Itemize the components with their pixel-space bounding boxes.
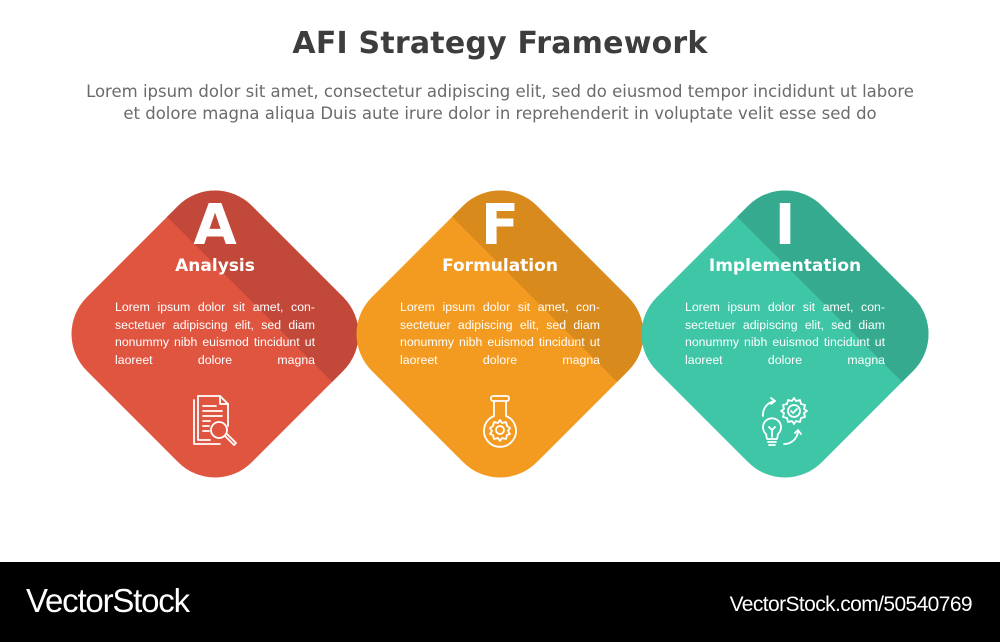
diamond-implementation (641, 190, 929, 478)
stage-description: Lorem ipsum dolor sit amet, con­sectetue… (400, 300, 600, 367)
stage-implementation: I Implementation Lorem ipsum dolor sit a… (620, 170, 950, 500)
stage-label: Implementation (708, 256, 862, 276)
document-search-icon (193, 395, 237, 446)
diamond-formulation (356, 190, 644, 478)
footer-brand: VectorStock (26, 582, 190, 619)
stage-description: Lorem ipsum dolor sit amet, con­sectetue… (115, 300, 315, 367)
stage-letter: A (193, 193, 237, 258)
stage-letter: F (480, 193, 520, 258)
stage-label: Analysis (175, 256, 255, 276)
stage-label: Formulation (442, 256, 558, 276)
stage-letter: I (774, 193, 796, 258)
footer-reference: VectorStock.com/50540769 (729, 593, 973, 616)
stage-description: Lorem ipsum dolor sit amet, con­sectetue… (685, 300, 885, 367)
stage-formulation: F Formulation Lorem ipsum dolor sit amet… (335, 170, 665, 500)
subtitle-line-1: Lorem ipsum dolor sit amet, consectetur … (86, 82, 914, 101)
footer-bar: VectorStock VectorStock.com/50540769 (0, 562, 1000, 642)
diamond-shapes (71, 190, 929, 478)
stage-analysis: A Analysis Lorem ipsum dolor sit amet, c… (50, 170, 380, 500)
flask-gear-icon (483, 395, 517, 448)
subtitle-line-2: et dolore magna aliqua Duis aute irure d… (123, 104, 877, 123)
page-subtitle: Lorem ipsum dolor sit amet, consectetur … (40, 81, 960, 125)
idea-gear-cycle-icon (762, 397, 808, 446)
diamond-analysis (71, 190, 359, 478)
page-title: AFI Strategy Framework (292, 26, 708, 61)
